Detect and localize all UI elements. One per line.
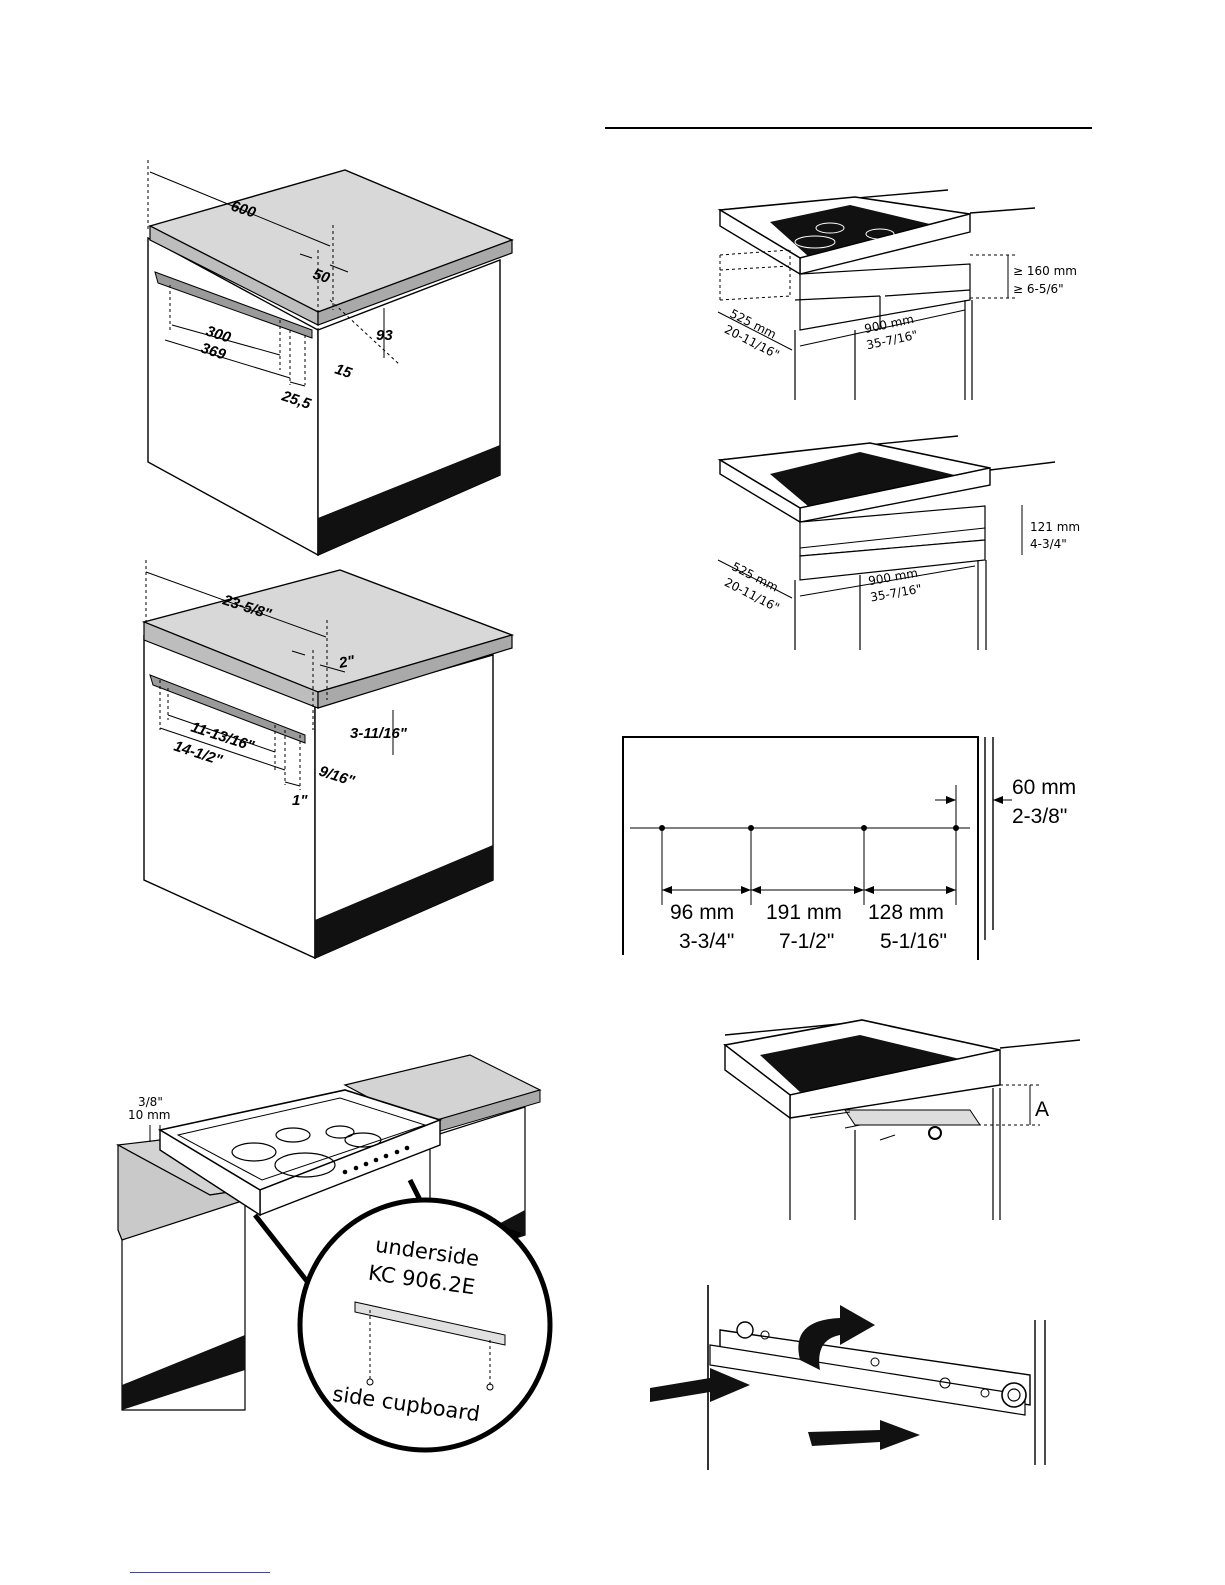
gap-label-mm: 10 mm [128,1108,170,1122]
dim-height: 3-11/16" [350,725,408,742]
r2-height-mm: 121 mm [1030,520,1080,534]
r3-edge-mm: 60 mm [1012,776,1076,800]
r1-height-mm: ≥ 160 mm [1013,264,1077,278]
r3-seg1-in: 3-3/4" [679,930,734,954]
dim-height: 93 [376,327,393,344]
r3-seg2-mm: 191 mm [766,901,842,925]
cabinet-diagram-icon: 600 50 93 300 369 15 25,5 [0,0,620,560]
r3-edge-in: 2-3/8" [1012,805,1067,829]
gap-label-in: 3/8" [138,1095,163,1109]
r1-height-in: ≥ 6-5/6" [1013,282,1064,296]
dim-offset-b: 1" [292,792,308,809]
r3-seg3-in: 5-1/16" [880,930,947,954]
r3-seg1-mm: 96 mm [670,901,734,925]
arrow-icon [808,1420,920,1450]
hole-spacing-diagram [600,725,1020,965]
section-rule [605,127,1092,129]
r2-height-in: 4-3/4" [1030,537,1067,551]
r3-seg2-in: 7-1/2" [779,930,834,954]
arrow-icon [650,1368,750,1402]
rail-bracket-icon [640,1280,1060,1470]
r3-seg3-mm: 128 mm [868,901,944,925]
hob-diagram-icon [0,1050,620,1450]
r4-label-a: A [1035,1098,1049,1122]
cabinet-diagram-icon: 23-5/8" 2" 3-11/16" 11-13/16" 14-1/2" 9/… [0,555,620,975]
hob-diagram-icon [710,1010,1090,1225]
footer-link[interactable] [130,1572,270,1573]
